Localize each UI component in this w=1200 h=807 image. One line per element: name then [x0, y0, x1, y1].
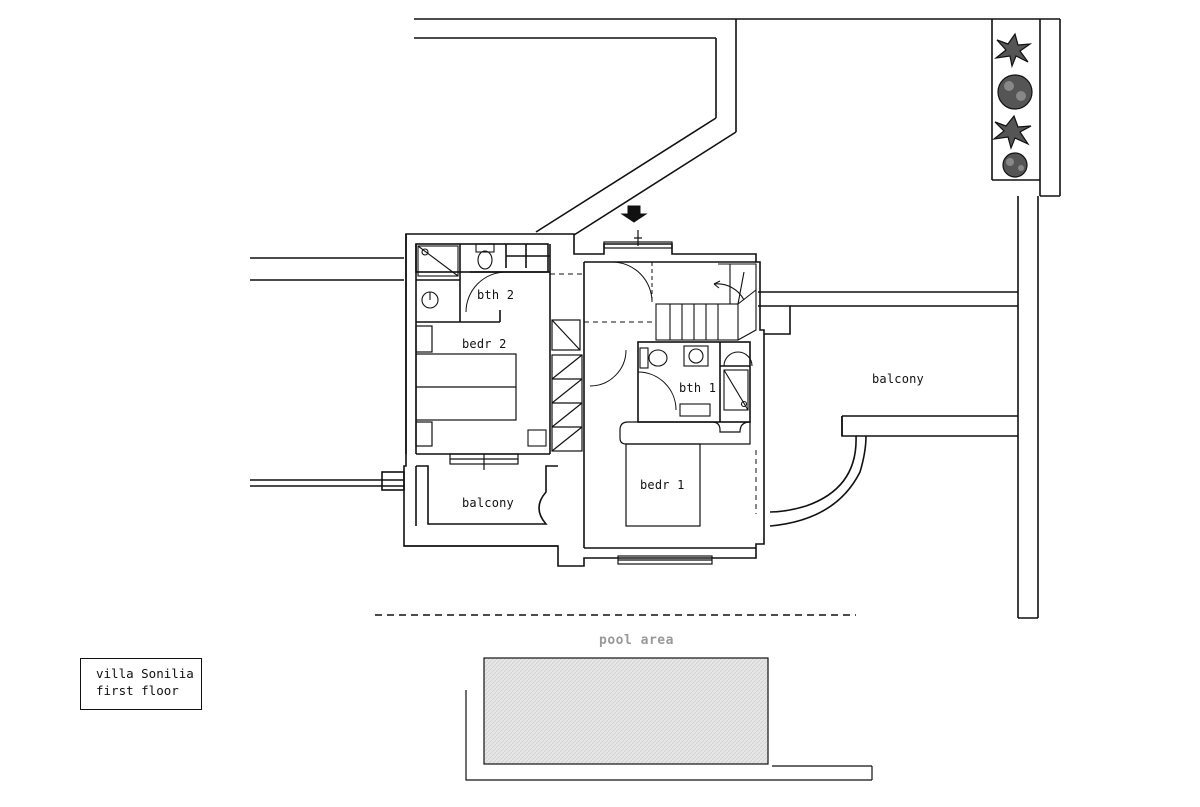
landing	[550, 261, 656, 387]
room-label-bth1: bth 1	[679, 381, 717, 395]
double-bed-icon	[415, 325, 517, 447]
plan-title: villa Sonilia	[96, 666, 194, 681]
shower-icon	[417, 245, 459, 277]
pool	[465, 657, 873, 781]
toilet-icon	[639, 347, 668, 369]
chair-icon	[527, 429, 547, 447]
bedr-2-window	[449, 453, 519, 470]
entrance-door	[603, 230, 673, 249]
wardrobe	[551, 319, 583, 452]
right-balcony	[758, 291, 1018, 527]
entrance-arrow-icon	[620, 205, 648, 223]
room-label-balcony-right: balcony	[872, 372, 924, 386]
shower-icon	[723, 351, 753, 411]
title-box: villa Sonilia first floor	[80, 658, 202, 710]
toilet-icon	[475, 243, 495, 270]
double-bed-icon	[619, 421, 751, 527]
bath-2-door-swing	[465, 271, 507, 313]
bath-1-door-swing	[637, 371, 677, 411]
room-label-bedr2: bedr 2	[462, 337, 507, 351]
sink-icon	[683, 345, 709, 367]
sink-icon	[421, 291, 439, 309]
left-balcony	[404, 465, 558, 547]
pool-area-label: pool area	[599, 633, 674, 648]
exterior-walls	[403, 233, 765, 567]
staircase-icon	[655, 263, 757, 341]
room-label-balcony-left: balcony	[462, 496, 514, 510]
plant-icon	[991, 32, 1033, 178]
bedr-1-window	[617, 555, 713, 565]
plan-subtitle: first floor	[96, 683, 179, 698]
room-label-bth2: bth 2	[477, 288, 515, 302]
room-label-bedr1: bedr 1	[640, 478, 685, 492]
site-boundary	[250, 18, 1061, 619]
